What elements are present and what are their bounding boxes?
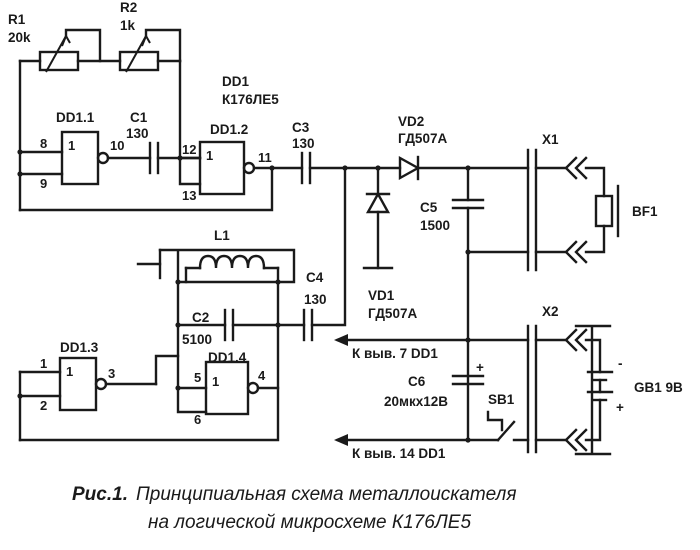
bf1-ref: BF1 [632, 204, 658, 219]
vd1-ref: VD1 [368, 288, 395, 303]
sb1-ref: SB1 [488, 392, 515, 407]
c4-value: 130 [304, 292, 327, 307]
capacitor-c3 [300, 151, 402, 185]
c2-value: 5100 [182, 332, 212, 347]
dd1-4-pin-out: 4 [258, 368, 266, 383]
battery-gb1 [574, 324, 614, 456]
power-wires [334, 334, 530, 446]
gb1-minus: - [618, 356, 623, 371]
dd1-2-pin-a: 12 [182, 142, 196, 157]
connector-x1 [526, 148, 588, 272]
dd1-4-gate: 1 [212, 374, 219, 389]
dd1-1-ref: DD1.1 [56, 110, 95, 125]
dd1-3-pin-b: 2 [40, 398, 47, 413]
x2-ref: X2 [542, 304, 559, 319]
c6-plus: + [476, 360, 484, 375]
c3-value: 130 [292, 136, 315, 151]
r1-value: 20k [8, 30, 31, 45]
diode-vd2 [398, 155, 530, 181]
dd1-ref: DD1 [222, 74, 249, 89]
dd1-1-pin-a: 8 [40, 136, 47, 151]
dd1-1-pin-b: 9 [40, 176, 47, 191]
pin14-label: К выв. 14 DD1 [352, 446, 446, 461]
resistor-r1 [38, 28, 102, 73]
vd2-ref: VD2 [398, 114, 424, 129]
dd1-1-pin-out: 10 [110, 138, 124, 153]
dd1-3-pin-a: 1 [40, 356, 47, 371]
figure-caption-line2: на логической микросхеме К176ЛЕ5 [148, 512, 471, 533]
r2-value: 1k [120, 18, 136, 33]
gate-dd1-1 [17, 130, 152, 186]
c3-ref: C3 [292, 120, 310, 135]
figure-caption-label: Рис.1. [72, 484, 128, 505]
capacitor-c2 [175, 280, 306, 342]
gate-dd1-3 [17, 354, 180, 442]
c4-ref: C4 [306, 270, 324, 285]
c6-ref: C6 [408, 374, 426, 389]
x1-ref: X1 [542, 132, 559, 147]
c5-ref: C5 [420, 200, 438, 215]
dd1-3-ref: DD1.3 [60, 340, 99, 355]
c1-value: 130 [126, 126, 149, 141]
vd2-type: ГД507А [398, 131, 447, 146]
gate-dd1-2 [18, 140, 304, 212]
capacitor-c5 [451, 166, 530, 442]
figure-caption-line1: Рис.1. Принципиальная схема металлоискате… [72, 484, 516, 505]
dd1-1-gate: 1 [68, 138, 75, 153]
c6-value: 20мкх12В [384, 394, 448, 409]
capacitor-c6 [451, 374, 485, 386]
gb1-ref: GB1 9В [634, 380, 683, 395]
gb1-plus: + [616, 400, 624, 415]
dd1-type: К176ЛЕ5 [222, 92, 279, 107]
dd1-2-pin-b: 13 [182, 188, 196, 203]
capacitor-c4 [302, 166, 347, 342]
connector-x2 [526, 324, 588, 454]
c5-value: 1500 [420, 218, 450, 233]
resistor-r2 [118, 28, 182, 73]
headphone-bf1 [584, 166, 620, 254]
r2-ref: R2 [120, 0, 137, 15]
inductor-l1 [136, 248, 296, 390]
c1-ref: C1 [130, 110, 148, 125]
pin7-label: К выв. 7 DD1 [352, 346, 438, 361]
dd1-2-pin-out: 11 [258, 150, 272, 165]
r1-ref: R1 [8, 12, 26, 27]
dd1-4-pin-a: 5 [194, 370, 201, 385]
dd1-2-ref: DD1.2 [210, 122, 248, 137]
c2-ref: C2 [192, 310, 209, 325]
l1-ref: L1 [214, 228, 230, 243]
diode-vd1 [362, 166, 394, 270]
figure-caption-text1: Принципиальная схема металлоискателя [136, 484, 517, 505]
dd1-4-ref: DD1.4 [208, 350, 247, 365]
feedback-wires [18, 59, 182, 212]
dd1-3-pin-out: 3 [108, 366, 115, 381]
dd1-4-pin-b: 6 [194, 412, 201, 427]
vd1-type: ГД507А [368, 306, 417, 321]
switch-sb1 [486, 410, 530, 442]
gate-dd1-4 [18, 323, 280, 442]
dd1-3-gate: 1 [66, 364, 73, 379]
dd1-2-gate: 1 [206, 148, 213, 163]
